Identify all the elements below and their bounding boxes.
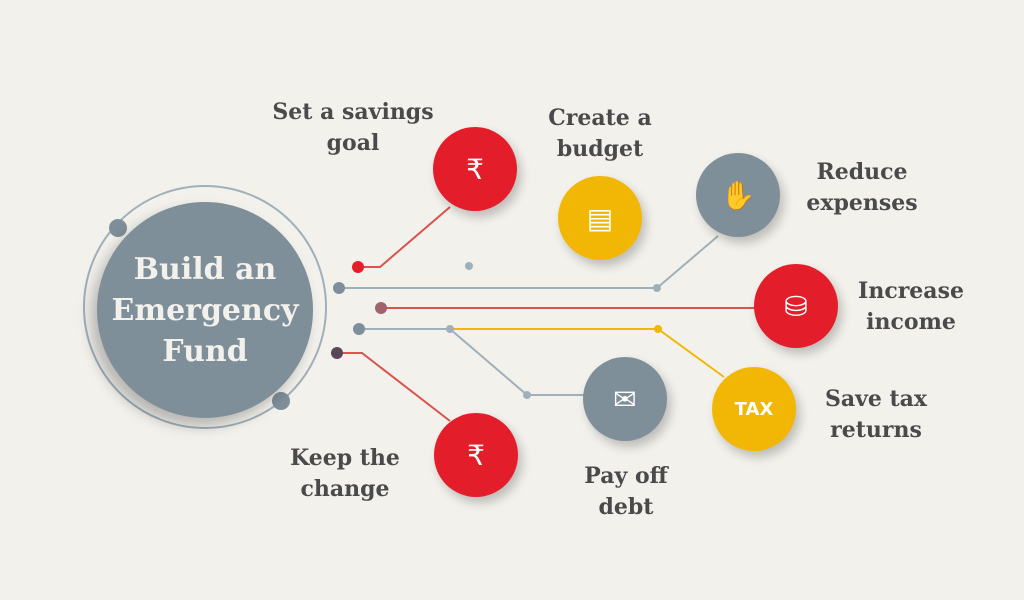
hub-title: Build an Emergency Fund — [111, 249, 298, 372]
connector-change — [337, 352, 451, 422]
rupee-coins-wallet-icon: ₹ — [433, 127, 517, 211]
connector-dot — [375, 302, 387, 314]
budget-document-icon: ▤ — [558, 176, 642, 260]
connector-dot — [352, 261, 364, 273]
connector-dot — [654, 325, 662, 333]
hub-title-line: Emergency — [111, 292, 299, 328]
ring-dot — [272, 392, 290, 410]
hub-title-line: Build an — [133, 251, 277, 287]
connector-dot — [353, 323, 365, 335]
connector-expenses — [339, 235, 719, 289]
ring-dot — [109, 219, 127, 237]
coin-stack-hand-icon: ⛁ — [754, 264, 838, 348]
connector-savings — [358, 206, 451, 268]
hub-ring — [83, 185, 327, 429]
connector-dot — [333, 282, 345, 294]
cash-hand-icon: ✋ — [696, 153, 780, 237]
tax-document-icon: TAX — [712, 367, 796, 451]
connector-dot — [465, 262, 473, 270]
hub-circle: Build an Emergency Fund — [97, 202, 313, 418]
connector-dot — [446, 325, 454, 333]
money-envelope-icon: ✉ — [583, 357, 667, 441]
hub-title-line: Fund — [162, 333, 248, 369]
connector-debt — [449, 328, 584, 396]
connector-tax — [450, 328, 725, 378]
connector-dot — [523, 391, 531, 399]
connector-dot — [653, 284, 661, 292]
connector-dot — [331, 347, 343, 359]
rupee-banknote-icon: ₹ — [434, 413, 518, 497]
